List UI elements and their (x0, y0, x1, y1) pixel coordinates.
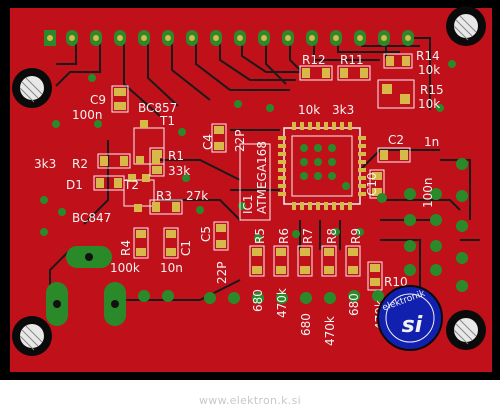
label-r9-value: 680 (347, 293, 361, 316)
label-r15: R15 (420, 83, 444, 97)
label-bc857: BC857 (138, 101, 177, 115)
label-r11-value: 3k3 (332, 103, 354, 117)
label-ic1: IC1 (241, 194, 255, 214)
label-c1: C1 (179, 240, 193, 256)
label-c1-value: 10n (160, 261, 183, 275)
label-r14-value: 10k (418, 63, 440, 77)
label-c10-value: 100n (421, 177, 435, 208)
label-r9: R9 (349, 228, 363, 244)
label-r3: R3 (156, 189, 172, 203)
label-d1: D1 (66, 178, 83, 192)
label-r4-value: 100k (110, 261, 140, 275)
label-r12: R12 (302, 53, 326, 67)
crystal-outline (239, 143, 271, 221)
label-r6-value: 470k (275, 288, 289, 318)
traces (49, 37, 480, 310)
vias (40, 60, 468, 304)
label-t2: T2 (123, 178, 139, 192)
logo-bottom-text: si (402, 313, 423, 338)
header-top (44, 30, 414, 46)
label-r7: R7 (301, 228, 315, 244)
mounting-hole-bottom-left (12, 316, 52, 356)
label-r1: R1 (168, 149, 184, 163)
label-r8-value: 470k (323, 316, 337, 346)
label-r7-value: 680 (299, 313, 313, 336)
label-r1-value: 33k (168, 164, 190, 178)
label-c4-value: 22P (233, 129, 247, 152)
label-c9-value: 100n (72, 108, 103, 122)
label-r3-value: 27k (186, 189, 208, 203)
label-c5-value: 22P (215, 261, 229, 284)
label-r6: R6 (277, 228, 291, 244)
label-bc847: BC847 (72, 211, 111, 225)
label-c9: C9 (90, 93, 106, 107)
ic1-package (278, 122, 366, 210)
label-r2-value: 3k3 (34, 157, 56, 171)
elektronik-logo: elektronik si (377, 285, 443, 351)
label-c2: C2 (388, 133, 404, 147)
power-pads (46, 246, 126, 326)
label-r5: R5 (253, 228, 267, 244)
silkscreen-labels: C9 100n BC857 T1 R1 33k 3k3 R2 D1 T2 BC8… (34, 49, 444, 346)
label-r10: R10 (384, 275, 408, 289)
label-c5: C5 (199, 226, 213, 242)
label-r14: R14 (416, 49, 440, 63)
footer-url: www.elektron.k.si (199, 394, 301, 407)
label-c10: C10 (365, 172, 379, 196)
smd-components (93, 53, 415, 291)
mounting-hole-bottom-right (446, 310, 486, 350)
label-r11: R11 (340, 53, 364, 67)
label-ic1-value: ATMEGA168 (255, 141, 269, 214)
label-r5-value: 680 (251, 289, 265, 312)
label-c2-value: 1n (424, 135, 439, 149)
mounting-hole-top-left (12, 68, 52, 108)
label-r15-value: 10k (418, 97, 440, 111)
label-t1: T1 (159, 114, 175, 128)
label-r8: R8 (325, 228, 339, 244)
label-c4: C4 (201, 134, 215, 150)
label-r2: R2 (72, 157, 88, 171)
label-r12-value: 10k (298, 103, 320, 117)
mounting-hole-top-right (446, 6, 486, 46)
label-r4: R4 (119, 240, 133, 256)
